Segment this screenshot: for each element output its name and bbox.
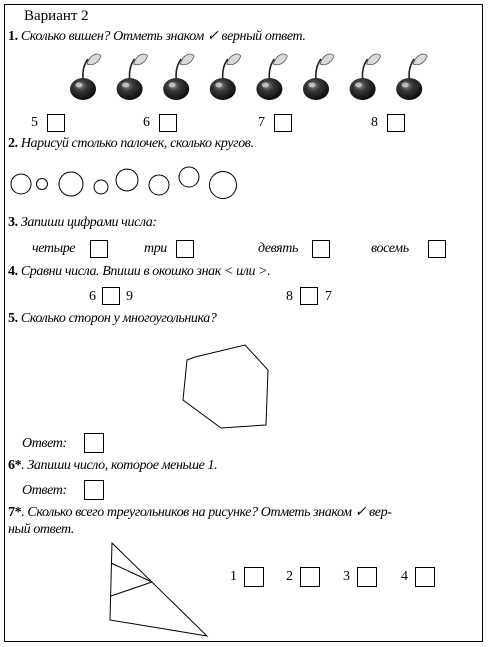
question-4-text: Сравни числа. Впиши в окошко знак < или … (20, 264, 271, 279)
worksheet-title: Вариант 2 (24, 8, 89, 24)
question-2-text: Нарисуй столько палочек, сколько кругов. (20, 136, 254, 151)
q3-answer-nine[interactable] (312, 240, 330, 258)
circle-2 (36, 178, 48, 190)
q3-word-eight: восемь (371, 241, 409, 256)
question-1-text: Сколько вишен? Отметь знаком ✓ верный от… (20, 29, 306, 44)
cherry-icon (256, 53, 288, 100)
question-5-text: Сколько сторон у многоугольника? (20, 311, 217, 326)
q4-pair-2-sign-box[interactable] (300, 287, 318, 305)
outer-triangle (109, 541, 209, 637)
question-2: 2. Нарисуй столько палочек, сколько круг… (8, 136, 254, 152)
q1-option-5-label: 5 (31, 115, 38, 130)
q1-option-7-checkbox[interactable] (274, 114, 292, 132)
question-3-number: 3. (8, 215, 18, 230)
question-7-text-line1: . Сколько всего треугольников на рисунке… (21, 505, 392, 520)
question-4: 4. Сравни числа. Впиши в окошко знак < и… (8, 264, 271, 280)
cherry-icon (116, 53, 149, 100)
question-6-text: . Запиши число, которое меньше 1. (21, 458, 218, 473)
question-6: 6*. Запиши число, которое меньше 1. (8, 458, 218, 474)
q3-word-four: четыре (32, 241, 76, 256)
question-7-number: 7* (8, 505, 22, 520)
q1-option-6-checkbox[interactable] (159, 114, 177, 132)
circle-6 (148, 174, 170, 196)
q7-option-3-checkbox[interactable] (357, 567, 377, 587)
cherry-icon (396, 53, 428, 100)
worksheet-frame (4, 4, 483, 642)
cherry-icon (163, 53, 195, 100)
q5-answer-label: Ответ: (22, 436, 67, 451)
circle-5 (115, 168, 139, 192)
question-7: 7*. Сколько всего треугольников на рисун… (8, 505, 392, 521)
inner-segment-1 (110, 562, 153, 583)
q6-answer-box[interactable] (84, 480, 104, 500)
cherries-illustration (70, 53, 428, 100)
q4-pair-1-right: 9 (126, 289, 133, 304)
question-7-text-line2: ный ответ. (8, 522, 74, 537)
q4-pair-2-left: 8 (286, 289, 293, 304)
q7-option-2-checkbox[interactable] (300, 567, 320, 587)
q3-answer-three[interactable] (176, 240, 194, 258)
q1-option-5-checkbox[interactable] (47, 114, 65, 132)
q6-answer-label: Ответ: (22, 483, 67, 498)
inner-segment-2 (110, 581, 153, 597)
question-4-number: 4. (8, 264, 18, 279)
q4-pair-1-sign-box[interactable] (102, 287, 120, 305)
cherry-icon (303, 53, 335, 100)
q3-answer-eight[interactable] (428, 240, 446, 258)
question-3: 3. Запиши цифрами числа: (8, 215, 157, 231)
question-3-text: Запиши цифрами числа: (20, 215, 157, 230)
question-5-number: 5. (8, 311, 18, 326)
q1-option-8-checkbox[interactable] (387, 114, 405, 132)
q7-option-2-label: 2 (286, 569, 293, 584)
question-7-line2: ный ответ. (8, 522, 74, 538)
cherry-icon (349, 53, 382, 100)
question-1-number: 1. (8, 29, 18, 44)
q7-option-1-label: 1 (230, 569, 237, 584)
circle-1 (10, 173, 32, 195)
question-1: 1. Сколько вишен? Отметь знаком ✓ верный… (8, 29, 306, 45)
q7-option-3-label: 3 (343, 569, 350, 584)
q7-option-1-checkbox[interactable] (244, 567, 264, 587)
circle-3 (58, 171, 84, 197)
heptagon-shape (182, 344, 269, 429)
question-5: 5. Сколько сторон у многоугольника? (8, 311, 217, 327)
q3-word-three: три (144, 241, 167, 256)
q5-answer-box[interactable] (84, 433, 104, 453)
question-2-number: 2. (8, 136, 18, 151)
q4-pair-1-left: 6 (89, 289, 96, 304)
cherry-icon (70, 53, 102, 100)
q4-pair-2-right: 7 (325, 289, 332, 304)
q7-option-4-label: 4 (401, 569, 408, 584)
circle-8 (209, 171, 237, 199)
q3-word-nine: девять (258, 241, 298, 256)
q3-answer-four[interactable] (90, 240, 108, 258)
q7-option-4-checkbox[interactable] (415, 567, 435, 587)
circle-4 (93, 179, 109, 195)
circle-7 (178, 166, 200, 188)
q1-option-7-label: 7 (258, 115, 265, 130)
q1-option-8-label: 8 (371, 115, 378, 130)
question-6-number: 6* (8, 458, 22, 473)
cherry-icon (209, 53, 242, 100)
q1-option-6-label: 6 (143, 115, 150, 130)
